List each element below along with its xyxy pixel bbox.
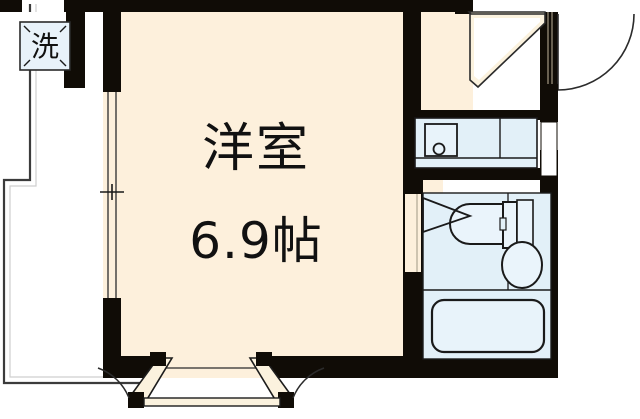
sink-drain <box>432 142 446 156</box>
balcony-door-right-stop <box>278 392 294 408</box>
bathroom-folding-door[interactable] <box>405 194 473 272</box>
wash-basin <box>501 241 543 289</box>
room-labels: 洋室 6.9帖 <box>189 119 323 270</box>
balcony-double-door[interactable] <box>97 352 325 408</box>
room-name-label: 洋室 <box>202 119 310 179</box>
bath-door-leaf[interactable] <box>422 196 473 234</box>
kitchen-counter <box>414 117 538 169</box>
room-size-label: 6.9帖 <box>189 212 323 270</box>
balcony-outline <box>2 4 150 385</box>
entry-door-gap <box>474 18 540 80</box>
washer-space-symbol: 洗 <box>19 12 71 71</box>
balcony-door-left-arc <box>97 367 130 399</box>
bathtub <box>430 298 546 354</box>
window-right <box>540 121 558 177</box>
bath-door-opening <box>405 194 421 272</box>
toilet <box>449 203 504 245</box>
bathroom-fixtures <box>422 192 552 360</box>
balcony-threshold <box>143 397 281 407</box>
balcony-door-left-hinge <box>150 352 166 366</box>
entry-door[interactable] <box>467 11 635 96</box>
entry-hall <box>558 12 640 360</box>
kitchen-sink <box>424 123 458 157</box>
entry-door-swing-arc <box>557 13 635 91</box>
washer-label: 洗 <box>31 30 59 63</box>
balcony-door-left-stop <box>128 392 144 408</box>
entry-door-jamb <box>540 84 558 96</box>
balcony-door-right-arc <box>292 367 325 399</box>
toilet-lever <box>499 217 507 231</box>
window-left-sliding[interactable] <box>100 92 124 298</box>
balcony-door-right-hinge <box>256 352 272 366</box>
